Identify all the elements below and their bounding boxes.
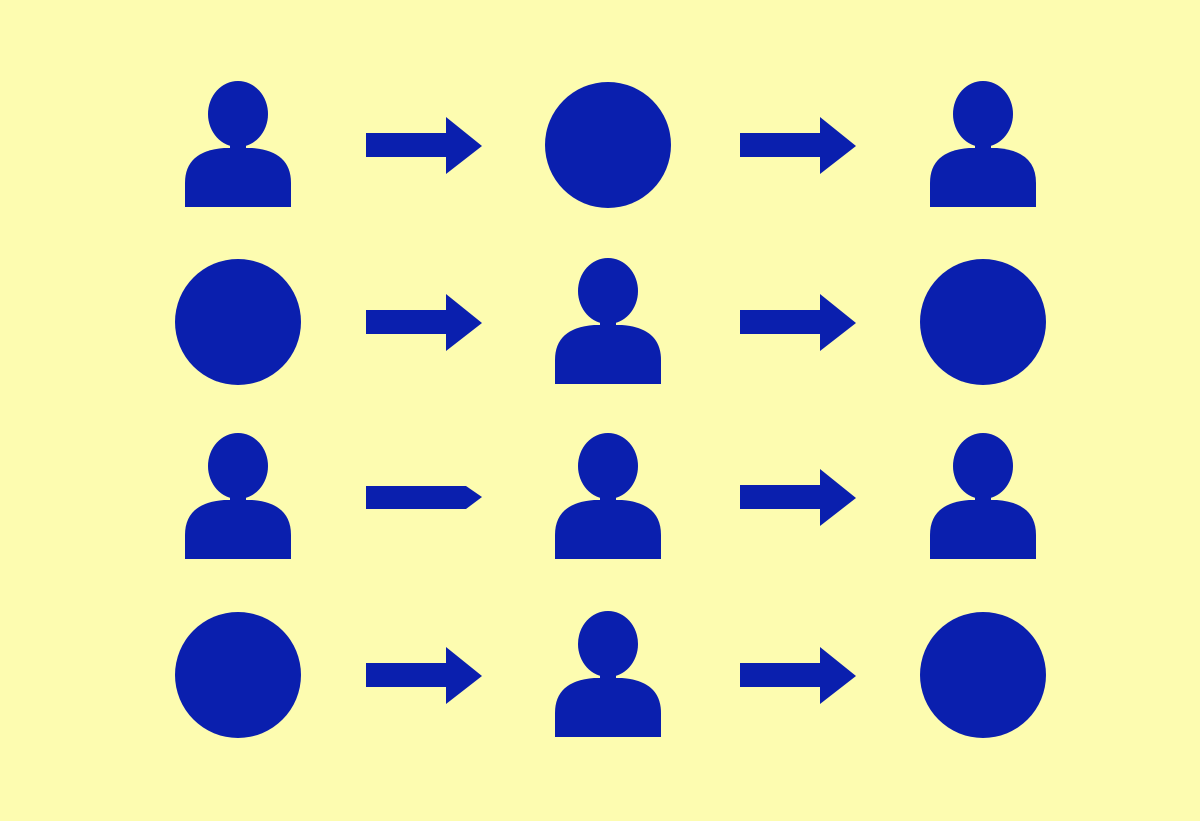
- arrow-right-icon: [366, 294, 482, 351]
- circle-icon: [175, 612, 301, 738]
- circle-icon: [175, 259, 301, 385]
- arrow-right-icon: [366, 117, 482, 174]
- circle-icon: [920, 612, 1046, 738]
- person-icon: [555, 611, 661, 737]
- circle-icon: [920, 259, 1046, 385]
- person-icon: [930, 81, 1036, 207]
- arrow-right-icon: [366, 647, 482, 704]
- arrow-right-icon: [740, 647, 856, 704]
- person-icon: [185, 433, 291, 559]
- circle-icon: [545, 82, 671, 208]
- arrow-right-icon: [740, 117, 856, 174]
- arrow-right-icon: [740, 294, 856, 351]
- person-icon: [185, 81, 291, 207]
- short-arrow-right-icon: [366, 486, 482, 509]
- arrow-right-icon: [740, 469, 856, 526]
- person-icon: [555, 258, 661, 384]
- person-icon: [930, 433, 1036, 559]
- person-icon: [555, 433, 661, 559]
